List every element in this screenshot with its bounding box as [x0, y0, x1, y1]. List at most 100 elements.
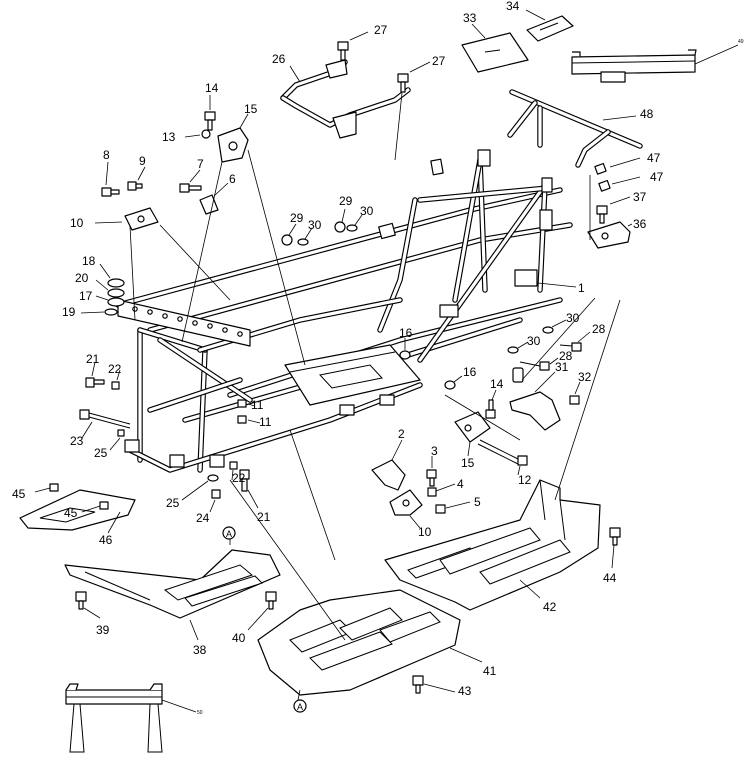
part-30-washers	[297, 214, 567, 354]
callout-c21a: 21	[86, 352, 100, 366]
part-4-nut	[427, 483, 456, 497]
part-26-bracket	[280, 59, 411, 139]
part-10-mount-left	[94, 207, 159, 231]
callout-c28b: 28	[559, 349, 573, 363]
callout-c34: 34	[506, 0, 520, 13]
callout-c22b: 22	[232, 471, 246, 485]
callout-c47a: 47	[647, 151, 661, 165]
part-24-nut	[209, 489, 221, 513]
part-36-bracket	[587, 221, 633, 249]
callout-c15a: 15	[244, 102, 258, 116]
svg-text:A: A	[297, 702, 303, 712]
callout-c41: 41	[483, 664, 497, 678]
callout-c25b: 25	[166, 496, 180, 510]
part-25-spacer-left	[109, 429, 125, 451]
part-21-bolt-left	[85, 361, 105, 388]
part-17-washer	[95, 295, 125, 307]
part-37-bolt	[596, 196, 631, 224]
part-40-bolt	[247, 591, 277, 631]
callout-c42: 42	[543, 600, 557, 614]
callout-c1: 1	[578, 281, 585, 295]
part-33-pad	[461, 23, 529, 73]
callout-c17: 17	[79, 289, 93, 303]
svg-text:A: A	[226, 529, 232, 539]
frame-brackets	[124, 149, 553, 468]
callout-c32: 32	[578, 370, 592, 384]
part-42-rear-skid	[384, 479, 601, 611]
callout-c7: 7	[197, 157, 204, 171]
part-45-screws	[34, 483, 109, 513]
callout-c30b: 30	[360, 204, 374, 218]
part-23-long-bolt	[79, 409, 131, 439]
callout-c30d: 30	[527, 334, 541, 348]
callout-c9: 9	[139, 154, 146, 168]
front-plate	[117, 299, 251, 347]
part-16-bushings	[399, 338, 463, 390]
part-18-ring	[99, 263, 125, 288]
callout-c48: 48	[640, 107, 654, 121]
callout-c38: 38	[193, 643, 207, 657]
part-34-bracket	[525, 9, 574, 42]
part-10-mount-right	[389, 489, 423, 529]
inset-tag-50: 50	[197, 710, 203, 716]
marker-a-top: A	[222, 526, 236, 540]
part-32-bolt	[569, 381, 581, 405]
part-8-bolt	[101, 161, 120, 197]
leader-part-1	[537, 282, 577, 288]
inset-part-50: 50	[65, 683, 203, 753]
part-21-bolt-right	[239, 469, 259, 509]
callout-c25a: 25	[94, 446, 108, 460]
callout-c43: 43	[458, 684, 472, 698]
part-7-bolt	[179, 169, 202, 193]
callout-c46: 46	[99, 533, 113, 547]
part-2-bracket	[371, 439, 406, 491]
part-12-bolt	[477, 439, 528, 476]
callout-c12: 12	[518, 473, 532, 487]
callout-c16a: 16	[399, 326, 413, 340]
part-39-bolt	[75, 591, 101, 619]
part-5-bolt	[435, 501, 471, 514]
part-14-bolt-top	[204, 95, 216, 131]
callout-c37: 37	[633, 190, 647, 204]
callout-c26: 26	[272, 52, 286, 66]
callout-c27a: 27	[374, 23, 388, 37]
callout-c36: 36	[633, 217, 647, 231]
part-22-nut-left	[111, 369, 121, 390]
part-11-bolts	[237, 399, 261, 424]
callout-c29b: 29	[339, 194, 353, 208]
bolt-27-right	[397, 61, 431, 93]
callout-c27b: 27	[432, 54, 446, 68]
callout-c8: 8	[103, 148, 110, 162]
part-15-mount-top	[217, 113, 249, 163]
callout-c15b: 15	[461, 456, 475, 470]
callout-c2: 2	[398, 427, 405, 441]
part-28-bolts	[519, 331, 591, 371]
callout-c19: 19	[62, 305, 76, 319]
callout-c40: 40	[232, 631, 246, 645]
callout-c3: 3	[431, 444, 438, 458]
callout-c4: 4	[457, 477, 464, 491]
part-43-bolt	[412, 675, 456, 694]
callout-c14b: 14	[490, 377, 504, 391]
callout-c20: 20	[75, 271, 89, 285]
part-9-nut	[127, 166, 146, 191]
callout-c29a: 29	[290, 211, 304, 225]
callout-c5: 5	[474, 495, 481, 509]
part-3-bolt	[426, 456, 437, 487]
part-14-bolt-right	[485, 389, 497, 419]
part-41-center-skid	[257, 589, 483, 696]
inset-tag-49: 49	[738, 39, 744, 45]
callout-c13: 13	[162, 130, 176, 144]
inset-part-49: 49	[571, 39, 744, 83]
bolt-47	[594, 157, 641, 192]
floor-plate	[284, 344, 421, 406]
part-38-front-skid	[64, 549, 281, 641]
callout-c47b: 47	[650, 170, 664, 184]
callout-c21b: 21	[257, 510, 271, 524]
part-48-rear-bar	[507, 89, 643, 168]
callout-c10b: 10	[418, 525, 432, 539]
part-20-bushing	[95, 279, 125, 298]
